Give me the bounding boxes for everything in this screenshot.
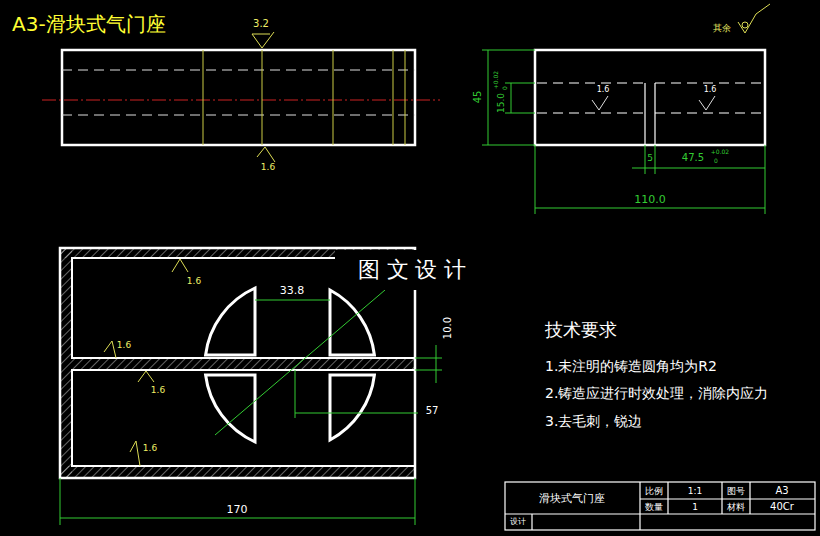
dimension-value: 45 (473, 91, 483, 104)
table-cell: 材料 (727, 503, 745, 512)
title-cell: 滑块式气门座 (539, 493, 605, 504)
roughness-value: 1.6 (704, 86, 717, 94)
table-cell: 比例 (645, 487, 663, 496)
dimension-value: 15.0 (497, 93, 506, 113)
note-line: 3.去毛刺，锐边 (545, 414, 642, 428)
note-line: 2.铸造应进行时效处理，消除内应力 (545, 386, 768, 400)
roughness-value: 3.2 (253, 19, 269, 29)
table-cell: 设计 (510, 518, 526, 526)
table-cell: 40Cr (770, 502, 794, 512)
general-roughness-symbol (738, 4, 770, 33)
watermark: 图 文 设 计 (358, 259, 467, 281)
roughness-value: 1.6 (187, 277, 201, 286)
roughness-value: 1.6 (261, 163, 275, 172)
dimension-value: 170 (227, 504, 248, 515)
roughness-value: 1.6 (117, 341, 131, 350)
drawing-title: A3-滑块式气门座 (12, 14, 166, 34)
notes-heading: 技术要求 (545, 321, 617, 339)
dimension-value: 5 (647, 154, 653, 163)
tolerance-value: 0 (502, 86, 508, 90)
table-cell: A3 (775, 486, 788, 496)
tolerance-value: +0.02 (711, 149, 729, 155)
dimension-value: 47.5 (682, 153, 704, 163)
title-block (505, 482, 815, 530)
dimension-value: 110.0 (634, 194, 666, 205)
note-line: 1.未注明的铸造圆角均为R2 (545, 359, 717, 373)
roughness-note: 其余 (713, 24, 731, 33)
top-view (42, 32, 440, 162)
table-cell: 1 (692, 503, 698, 512)
dimension-value: 33.8 (280, 285, 305, 296)
roughness-value: 1.6 (143, 444, 157, 453)
section-view (60, 248, 490, 525)
dimension-value: 57 (426, 406, 439, 416)
side-view (482, 50, 765, 214)
roughness-value: 1.6 (151, 386, 165, 395)
roughness-value: 1.6 (597, 86, 610, 94)
table-cell: 图号 (727, 487, 745, 496)
tolerance-value: 0 (714, 158, 718, 164)
table-cell: 1:1 (688, 487, 702, 496)
tolerance-value: +0.02 (493, 71, 499, 89)
table-cell: 数量 (645, 503, 663, 512)
dimension-value: 10.0 (443, 317, 453, 339)
